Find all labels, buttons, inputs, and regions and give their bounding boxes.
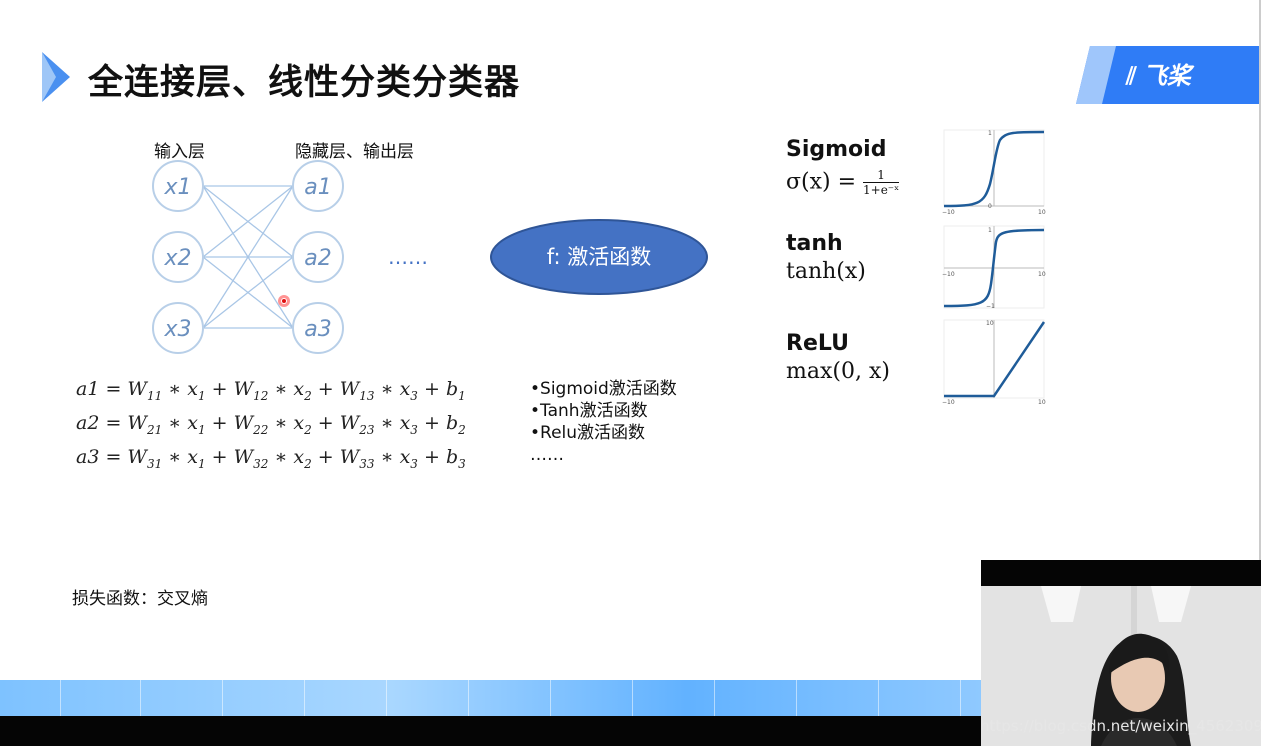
list-item: •Sigmoid激活函数 [530,379,677,399]
formula-line: a3 = W31 ∗ x1 + W32 ∗ x2 + W33 ∗ x3 + b3 [76,446,466,471]
slide-title: 全连接层、线性分类分类器 [88,63,521,103]
tick-label: −1 [986,303,995,310]
sigmoid-curve [943,130,1045,208]
network-edge [202,185,294,329]
network-diagram: x1 a1 x2 a2 x3 a3 …… [152,160,428,354]
network-ellipsis: …… [388,245,428,269]
activation-function-list: •Sigmoid激活函数 •Tanh激活函数 •Relu激活函数 …… [530,378,677,466]
network-node [152,231,204,283]
loss-function-text: 损失函数：交叉熵 [72,589,208,609]
list-item: •Relu激活函数 [530,423,646,443]
webcam-header [981,560,1261,586]
network-edge [202,256,294,329]
paddlepaddle-logo [1076,46,1261,104]
network-node [152,302,204,354]
network-node [292,160,344,212]
tanh-curve [943,228,1045,308]
tick-label: 10 [1038,399,1046,406]
logo-text: ⫽飞桨 [1126,62,1191,90]
network-edge [202,185,294,258]
input-layer-label: 输入层 [154,142,205,162]
network-nodes: x1 a1 x2 a2 x3 a3 [152,160,344,354]
laser-pointer-icon [278,295,290,307]
tick-label: 1 [988,130,992,137]
relu-plot: 10 −10 10 [942,319,1046,406]
slide-footer-bar [0,680,981,716]
window-edge [1259,0,1261,560]
relu-name: ReLU [786,331,849,356]
node-label: a2 [304,246,331,271]
tanh-plot: 1 −1 −10 10 [942,225,1046,310]
network-edges [202,185,294,329]
tick-label: 1 [988,227,992,234]
relu-formula: max(0, x) [786,359,890,384]
relu-curve [944,321,1046,398]
tick-label: −10 [942,209,955,216]
watermark: https://blog.csdn.net/weixin_45623093 [980,717,1261,735]
tick-label: 0 [988,203,992,210]
sigmoid-plot: 1 0 −10 10 [942,129,1046,216]
node-label: x1 [163,175,191,200]
formula-line: a2 = W21 ∗ x1 + W22 ∗ x2 + W23 ∗ x3 + b2 [76,412,466,437]
network-node [152,160,204,212]
tick-label: 10 [1038,271,1046,278]
node-label: a3 [304,317,331,342]
node-label: x3 [163,317,191,342]
formula-line: a1 = W11 ∗ x1 + W12 ∗ x2 + W13 ∗ x3 + b1 [76,378,466,403]
list-item: •Tanh激活函数 [530,401,648,421]
network-node [292,231,344,283]
tanh-name: tanh [786,231,843,256]
tick-label: −10 [942,271,955,278]
tick-label: −10 [942,399,955,406]
list-item: …… [530,445,564,465]
node-label: a1 [304,175,331,200]
webcam-video [981,586,1261,746]
network-node [292,302,344,354]
title-arrow-icon [42,52,70,102]
tick-label: 10 [986,320,994,327]
hidden-layer-label: 隐藏层、输出层 [295,142,414,162]
activation-label: f: 激活函数 [547,245,651,269]
sigmoid-name: Sigmoid [786,137,887,162]
tanh-formula: tanh(x) [786,259,866,284]
node-label: x2 [163,246,191,271]
activation-ellipse: f: 激活函数 [490,219,708,295]
presenter-video [981,586,1261,746]
tick-label: 10 [1038,209,1046,216]
